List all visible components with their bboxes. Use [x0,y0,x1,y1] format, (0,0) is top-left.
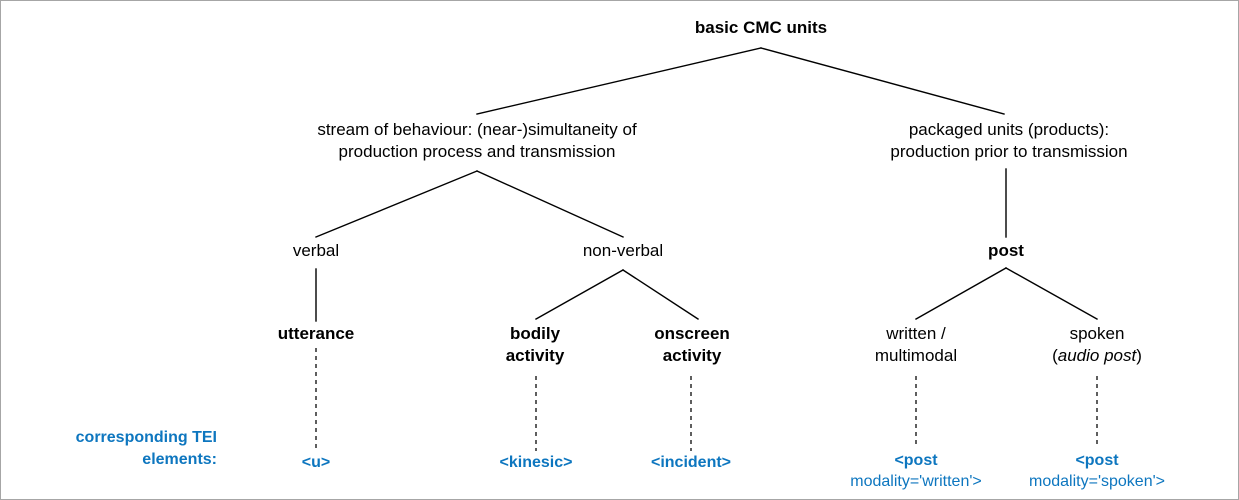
node-bodily-line1: bodily [509,324,561,343]
node-packaged-line1: packaged units (products): [908,120,1110,139]
tei-post-written-attr: modality='written'> [850,472,982,490]
node-packaged-line2: production prior to transmission [890,142,1128,162]
node-onscreen-line1: onscreen [654,324,730,343]
edge-post-to-spoken [1005,267,1098,320]
edge-stream-to-nonverbal [476,170,624,238]
tei-post-spoken-attr: modality='spoken'> [1029,472,1165,490]
edge-nonverbal-to-bodily [535,269,624,320]
tei-element-kinesic: <kinesic> [500,453,573,474]
tei-legend-line2: elements: [142,450,217,468]
edge-post-to-written [915,267,1007,320]
node-verbal: verbal [293,240,339,262]
node-post: post [988,240,1024,262]
node-spoken-audio-post-italic: audio post [1057,346,1137,366]
node-root-label: basic CMC units [694,18,828,37]
node-spoken-paren-open: ( [1052,346,1058,366]
tei-legend: corresponding TEI elements: [21,427,217,470]
node-spoken-line2: (audio post) [1052,345,1142,367]
edge-stream-to-verbal [315,170,478,238]
node-spoken-paren-close: ) [1136,346,1142,366]
node-written-line2: multimodal [874,346,958,366]
node-written-multimodal: written / multimodal [875,323,957,368]
node-non-verbal-label: non-verbal [582,241,664,260]
node-stream-line2: production process and transmission [338,142,616,162]
node-bodily-activity: bodily activity [506,323,565,368]
node-bodily-line2: activity [505,346,565,366]
node-spoken-audio-post: spoken (audio post) [1052,323,1142,368]
node-spoken-line1: spoken [1069,324,1125,343]
tei-kinesic-label: <kinesic> [499,454,573,471]
tei-legend-line1: corresponding TEI [75,429,217,446]
edge-nonverbal-to-onscreen [622,269,699,320]
node-written-line1: written / [886,324,946,343]
tei-post-written-tag: <post [894,452,938,469]
node-onscreen-line2: activity [662,346,722,366]
node-onscreen-activity: onscreen activity [654,323,730,368]
tei-element-post-spoken: <post modality='spoken'> [1029,451,1165,493]
edge-root-to-stream [476,47,762,115]
node-utterance: utterance [278,323,355,345]
node-root: basic CMC units [695,17,827,39]
node-utterance-label: utterance [277,324,355,343]
node-stream-line1: stream of behaviour: (near-)simultaneity… [317,120,637,139]
tei-u-label: <u> [301,454,331,471]
tei-element-post-written: <post modality='written'> [850,451,982,493]
tei-element-u: <u> [302,453,330,474]
tei-incident-label: <incident> [650,454,732,471]
node-post-label: post [988,241,1024,260]
tei-post-spoken-tag: <post [1075,452,1119,469]
node-non-verbal: non-verbal [583,240,663,262]
node-stream-of-behaviour: stream of behaviour: (near-)simultaneity… [317,119,636,164]
node-packaged-units: packaged units (products): production pr… [890,119,1127,164]
node-verbal-label: verbal [292,241,340,260]
edge-root-to-packaged [760,47,1005,115]
tei-element-incident: <incident> [651,453,731,474]
